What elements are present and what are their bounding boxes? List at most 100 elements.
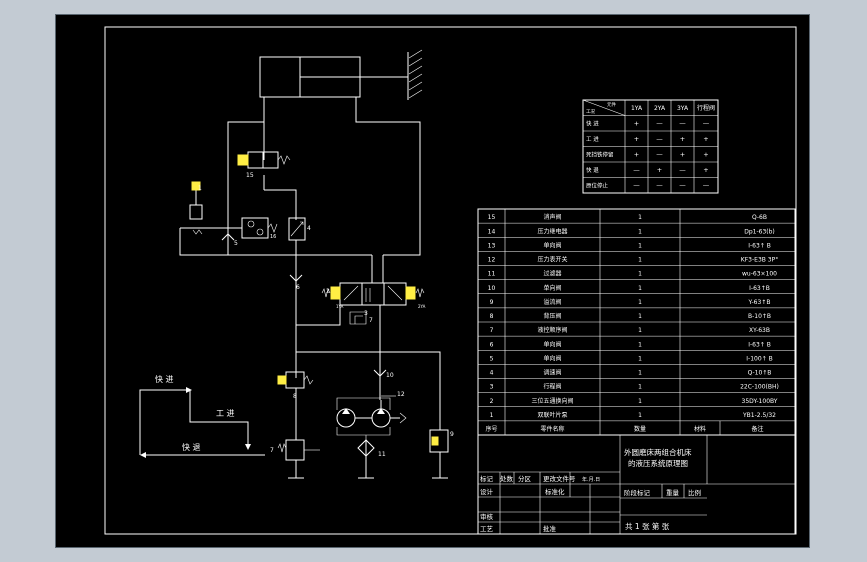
part-qty: 1 [638, 327, 642, 334]
part-model: Dp1-63(b) [744, 228, 775, 235]
sol-cell: — [633, 182, 640, 190]
dir-valve-spring-r [415, 288, 425, 298]
sol-cell: — [656, 151, 663, 159]
cycle-arrow-forward [186, 387, 192, 393]
parts-header: 数量 [634, 425, 646, 433]
solenoid-1ya [330, 286, 341, 300]
relief-valve-9 [429, 429, 449, 453]
parts-header: 序号 [485, 425, 497, 433]
tb-mark: 标记 [480, 474, 494, 483]
pipe-return [296, 305, 341, 326]
part-model: I-63↑ B [748, 242, 771, 249]
sol-cell: — [703, 120, 710, 128]
sol-cell: + [634, 135, 639, 143]
sol-cell: — [679, 182, 686, 190]
valve-15-solenoid [237, 154, 249, 166]
part-qty: 1 [638, 271, 642, 278]
part-name: 过滤器 [543, 270, 561, 278]
sol-col-header: 3YA [677, 105, 689, 112]
travel-valve-spring [267, 223, 278, 233]
sol-cell: + [680, 135, 685, 143]
title-line-2: 的液压系统原理图 [628, 458, 688, 468]
label-12: 12 [397, 391, 405, 398]
sol-cell: + [703, 135, 708, 143]
part-no: 13 [488, 242, 496, 249]
sol-cell: — [656, 120, 663, 128]
pressure-relay-14 [189, 204, 203, 220]
sol-row-label: 原位停止 [586, 182, 609, 190]
label-10: 10 [386, 372, 394, 379]
part-qty: 1 [638, 228, 642, 235]
sol-cell: — [633, 166, 640, 174]
tb-count: 处数 [500, 474, 514, 483]
label-7-lower: 7 [270, 447, 274, 454]
part-no: 1 [490, 412, 494, 419]
tb-standard: 标准化 [545, 487, 565, 496]
tb-sheet: 共 1 张 第 张 [625, 521, 670, 531]
tb-process: 工艺 [480, 525, 494, 533]
pipe-branch [264, 189, 297, 220]
parts-header: 备注 [751, 425, 763, 433]
part-no: 7 [490, 327, 494, 334]
pipe-pump-box [336, 397, 391, 410]
roller-a [247, 220, 255, 228]
tb-review: 审核 [480, 512, 494, 521]
valve-8-spring [303, 375, 314, 385]
part-qty: 1 [638, 398, 642, 405]
sol-cell: — [679, 166, 686, 174]
part-model: KF3-E3B 3P° [741, 257, 778, 264]
part-qty: 1 [638, 299, 642, 306]
dir-valve-arrows [343, 285, 403, 302]
pipe-supply-loop [295, 325, 441, 430]
part-name: 行程阀 [543, 383, 561, 391]
cycle-path-forward [139, 389, 190, 455]
check-valve-6 [289, 274, 303, 282]
sol-cell: — [703, 182, 710, 190]
part-model: Q-10↑B [748, 370, 772, 377]
part-name: 压力继电器 [537, 227, 567, 235]
label-15: 15 [246, 172, 254, 179]
cycle-work-feed: 工 进 [216, 409, 235, 418]
hydraulic-circuit: 15 1 5 16 4 6 1YA [179, 49, 454, 479]
solenoid-2ya [405, 286, 416, 300]
sol-row-label: 工 进 [586, 135, 599, 143]
label-2: 2 [326, 288, 330, 295]
label-8: 8 [293, 393, 297, 400]
part-qty: 1 [638, 355, 642, 362]
sol-col-header: 1YA [631, 105, 643, 112]
title-block-frame [477, 434, 796, 535]
part-model: wu-63×100 [742, 271, 777, 278]
roller-b [256, 228, 264, 236]
part-model: YB1-2.5/32 [742, 412, 776, 419]
label-3: 3 [364, 310, 368, 317]
title-block: 外圆磨床两组合机床 的液压系统原理图 标记 处数 分区 更改文件号 年.月.日 … [477, 434, 796, 535]
part-no: 4 [490, 370, 494, 377]
drawing-frame [55, 14, 810, 548]
cycle-fast-return: 快 退 [182, 442, 201, 452]
pump-motor-arrow [399, 412, 407, 424]
sol-cell: + [703, 166, 708, 174]
part-no: 12 [488, 257, 496, 264]
part-qty: 1 [638, 370, 642, 377]
sequence-valve-7 [349, 311, 367, 325]
pipe-rod-side [355, 97, 421, 256]
tb-scale: 比例 [688, 488, 701, 497]
part-name: 消声阀 [543, 213, 561, 221]
dir-valve-spring-l [321, 288, 331, 298]
title-line-1: 外圆磨床两组合机床 [624, 447, 692, 457]
sol-col-header: 2YA [654, 105, 666, 112]
part-name: 液控顺序阀 [537, 326, 567, 334]
tb-weight: 重量 [666, 489, 680, 497]
label-9: 9 [450, 431, 454, 438]
part-model: Q-6B [752, 214, 767, 221]
label-7: 7 [369, 317, 373, 324]
sol-cell: + [680, 151, 685, 159]
relay-cap [191, 181, 201, 191]
part-model: I-100↑ B [746, 355, 772, 362]
part-qty: 1 [638, 384, 642, 391]
sol-cell: + [657, 166, 662, 174]
part-name: 压力表开关 [537, 256, 567, 264]
part-name: 单向阀 [543, 340, 561, 348]
part-model: XY-63B [749, 327, 770, 334]
